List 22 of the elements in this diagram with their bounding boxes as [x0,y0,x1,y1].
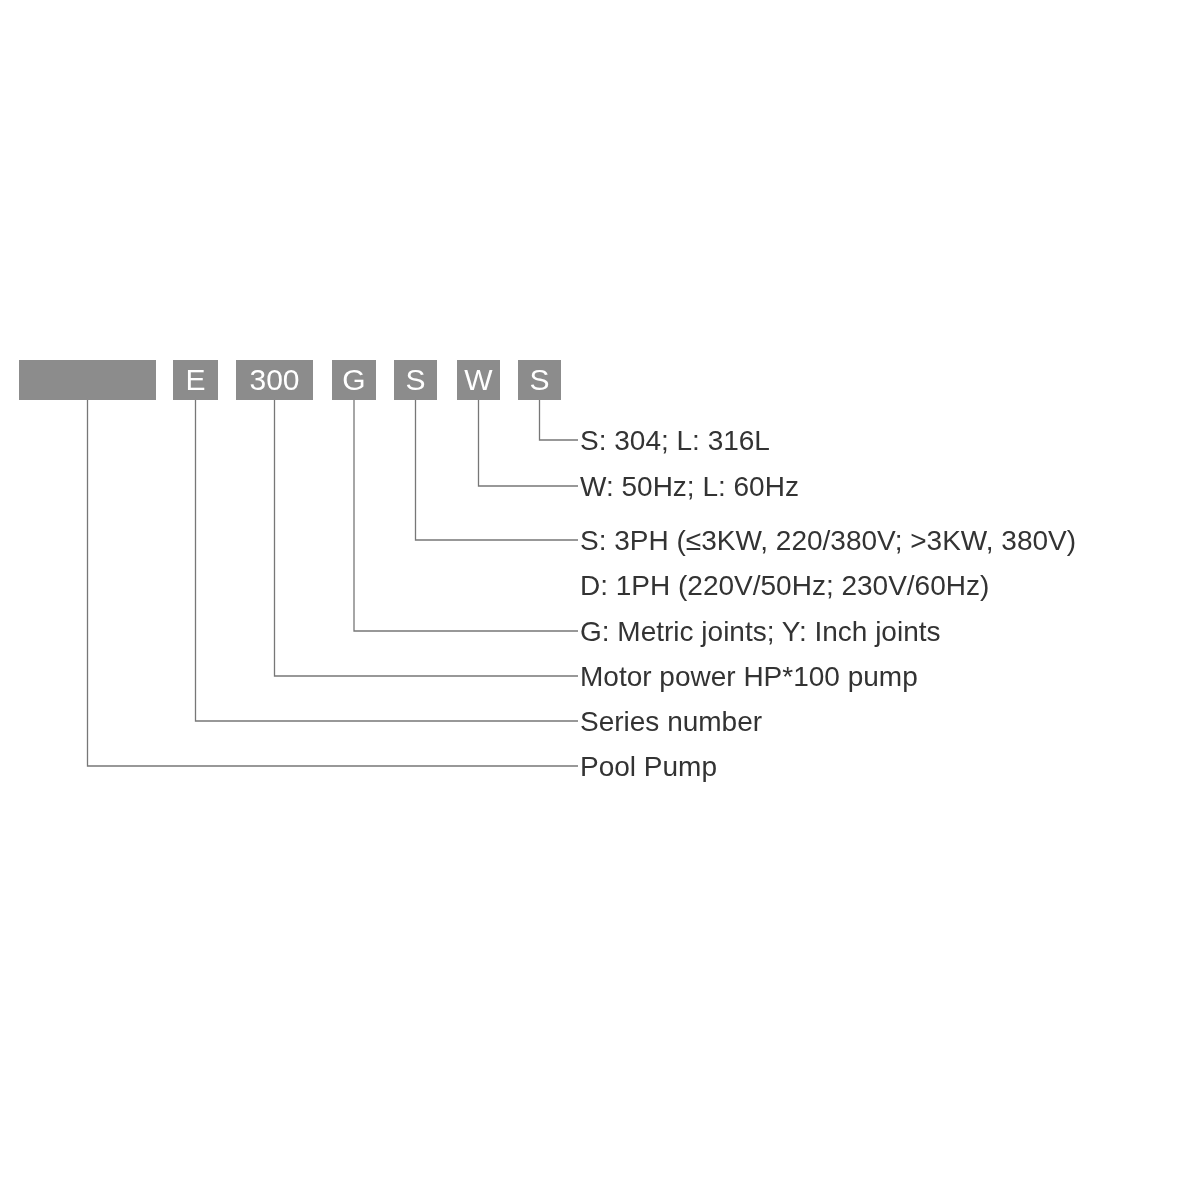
code-description: S: 304; L: 316L [580,418,770,463]
code-letter: S [394,360,437,400]
leader-line [538,399,579,441]
leader-line [273,399,579,677]
code-letter: E [173,360,218,400]
code-letter: 300 [236,360,313,400]
code-description: G: Metric joints; Y: Inch joints [580,609,941,654]
leader-line [353,399,579,632]
code-letter: G [332,360,376,400]
leader-line [86,399,579,767]
code-description: S: 3PH (≤3KW, 220/380V; >3KW, 380V) [580,524,1077,558]
code-description: Motor power HP*100 pump [580,654,918,699]
code-description: Series number [580,699,763,744]
code-letter: W [457,360,500,400]
leader-line [477,399,579,487]
code-description: D: 1PH (220V/50Hz; 230V/60Hz) [580,569,991,603]
code-description: W: 50Hz; L: 60Hz [580,464,799,509]
code-letter: S [518,360,561,400]
leader-line [194,399,579,722]
leader-line [414,399,579,541]
code-box [19,360,156,400]
code-description: Pool Pump [580,744,717,789]
